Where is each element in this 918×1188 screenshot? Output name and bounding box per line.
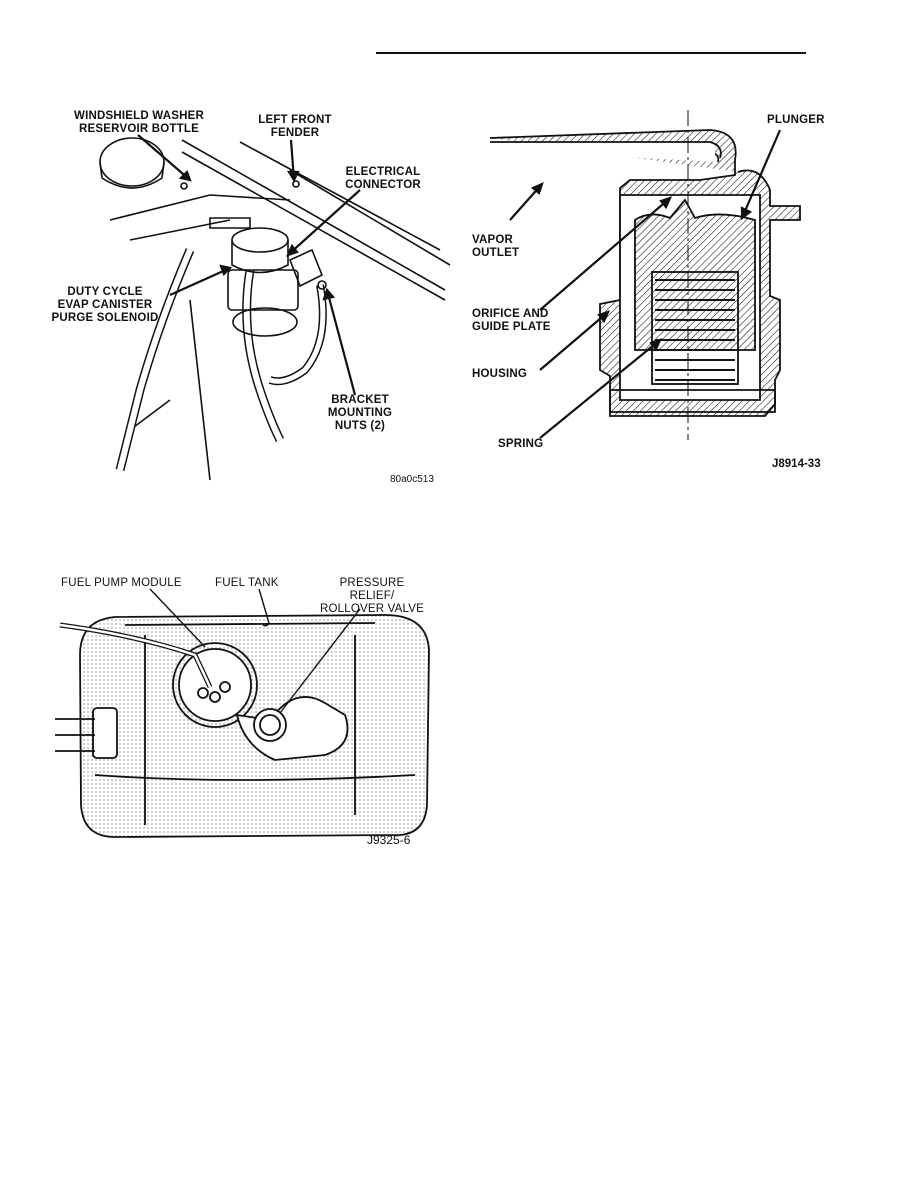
label-housing: HOUSING	[472, 368, 528, 380]
label-left-front-fender: LEFT FRONT FENDER	[258, 114, 332, 139]
label-orifice-guide: ORIFICE AND GUIDE PLATE	[472, 308, 551, 333]
figure-purge-solenoid: WINDSHIELD WASHER RESERVOIR BOTTLE LEFT …	[52, 100, 451, 490]
label-bracket-nuts: BRACKET MOUNTING NUTS (2)	[327, 394, 393, 432]
label-plunger: PLUNGER	[767, 114, 825, 126]
figure-fuel-tank: FUEL PUMP MODULE FUEL TANK PRESSURE RELI…	[55, 575, 435, 855]
figure-code-3: J9325-6	[367, 833, 411, 847]
label-pressure-relief-valve: PRESSURE RELIEF/ ROLLOVER VALVE	[320, 577, 424, 615]
label-fuel-tank: FUEL TANK	[215, 577, 279, 589]
label-fuel-pump-module: FUEL PUMP MODULE	[61, 577, 182, 589]
header-rule	[376, 52, 806, 54]
fuel-tank-illustration	[55, 588, 430, 838]
purge-solenoid-illustration	[99, 134, 451, 481]
label-vapor-outlet: VAPOR OUTLET	[472, 234, 520, 259]
figure-rollover-valve: PLUNGER VAPOR OUTLET ORIFICE AND GUIDE P…	[470, 100, 830, 480]
figure-code-1: 80a0c513	[390, 474, 434, 485]
rollover-valve-illustration	[489, 110, 801, 440]
label-washer-reservoir: WINDSHIELD WASHER RESERVOIR BOTTLE	[74, 110, 204, 135]
label-purge-solenoid: DUTY CYCLE EVAP CANISTER PURGE SOLENOID	[51, 286, 159, 324]
figure-code-2: J8914-33	[772, 458, 821, 470]
label-electrical-connector: ELECTRICAL CONNECTOR	[345, 166, 421, 191]
label-spring: SPRING	[498, 438, 544, 450]
